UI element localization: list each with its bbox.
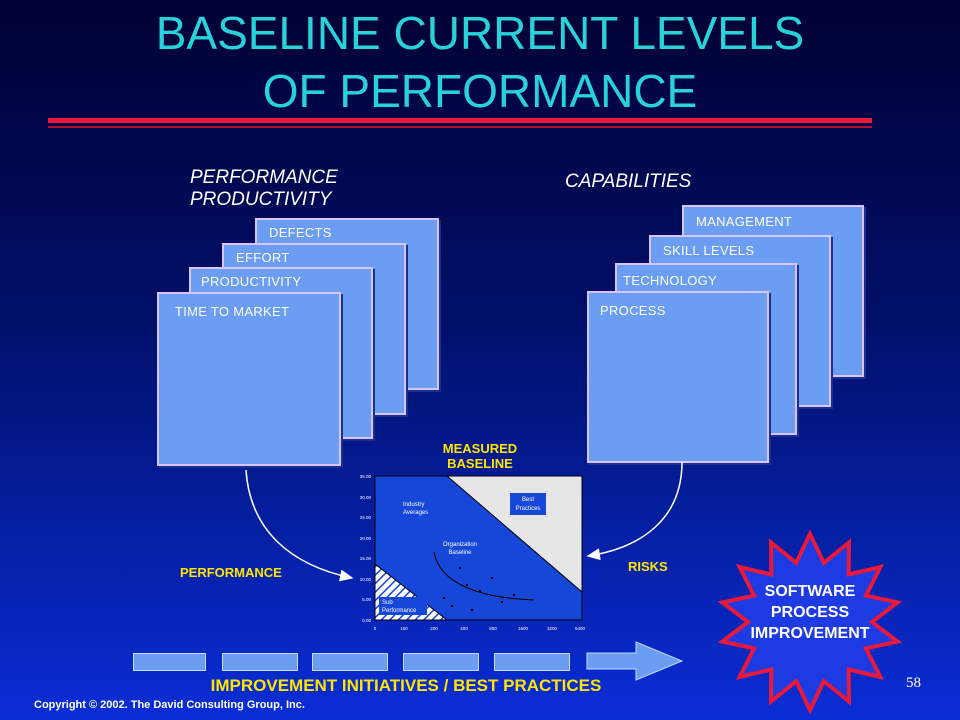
best-practices-boundary <box>446 475 583 593</box>
industry-averages-label-1: Industry <box>403 502 424 508</box>
plot-frame <box>374 475 583 621</box>
organization-baseline-label-2: Baseline <box>448 550 472 556</box>
star-line1: SOFTWARE <box>764 583 856 600</box>
page-number: 58 <box>906 675 921 691</box>
x-tick-1: 100 <box>400 626 408 631</box>
sub-performance-box <box>379 597 427 615</box>
initiative-block-1 <box>133 653 206 671</box>
y-tick-5: 25.00 <box>360 515 372 520</box>
card-productivity-label: PRODUCTIVITY <box>201 274 302 289</box>
x-tick-5: 1600 <box>518 626 529 631</box>
performance-arrow <box>245 469 354 582</box>
industry-averages-label-2: Averages <box>403 510 428 516</box>
chart-title-line1: MEASURED <box>442 441 518 456</box>
card-skill-levels-label: SKILL LEVELS <box>663 243 755 258</box>
best-practices-label-1: Best <box>522 497 534 503</box>
x-tick-2: 200 <box>430 626 438 631</box>
star-line3: IMPROVEMENT <box>750 625 870 642</box>
x-tick-3: 400 <box>460 626 468 631</box>
y-tick-7: 35.00 <box>360 474 372 479</box>
card-process-label: PROCESS <box>600 303 666 318</box>
card-effort-label: EFFORT <box>236 250 290 265</box>
y-tick-1: 5.00 <box>362 597 371 602</box>
title-divider <box>48 118 872 123</box>
card-time-to-market: TIME TO MARKET <box>157 292 341 466</box>
card-technology-label: TECHNOLOGY <box>623 273 718 288</box>
starburst-polygon <box>717 529 903 715</box>
title-divider-shadow <box>48 126 872 128</box>
slide-title-line1: BASELINE CURRENT LEVELS <box>155 7 805 59</box>
initiative-block-3 <box>312 653 388 671</box>
initiative-block-4 <box>403 653 479 671</box>
productivity-heading: PRODUCTIVITY <box>190 189 332 210</box>
risks-arrow <box>586 461 683 561</box>
baseline-chart: Best Practices Industry Averages Organiz… <box>360 474 586 631</box>
card-process: PROCESS <box>587 291 769 463</box>
card-management-label: MANAGEMENT <box>696 214 793 229</box>
card-time-to-market-label: TIME TO MARKET <box>175 304 290 319</box>
chart-title-line2: BASELINE <box>447 456 513 471</box>
baseline-points <box>442 566 516 612</box>
x-tick-7: 6400 <box>575 626 586 631</box>
performance-label: PERFORMANCE <box>180 565 282 580</box>
star-line2: PROCESS <box>770 604 850 621</box>
sub-performance-label-1: Sub <box>382 600 393 606</box>
y-tick-4: 20.00 <box>360 536 372 541</box>
slide-title-line2: OF PERFORMANCE <box>262 65 698 117</box>
y-axis-ticks: 0.00 5.00 10.00 15.00 20.00 25.00 30.00 … <box>360 474 372 623</box>
copyright-text: Copyright © 2002. The David Consulting G… <box>34 699 305 711</box>
initiative-block-5 <box>494 653 570 671</box>
sub-performance-label-2: Performance <box>382 608 417 614</box>
x-tick-0: 0 <box>374 626 377 631</box>
capabilities-heading: CAPABILITIES <box>565 171 692 192</box>
initiative-block-2 <box>222 653 298 671</box>
card-defects-label: DEFECTS <box>269 225 332 240</box>
y-tick-3: 15.00 <box>360 556 372 561</box>
best-practices-label-2: Practices <box>516 506 541 512</box>
initiative-arrow <box>586 641 684 681</box>
best-practices-box <box>510 493 546 515</box>
organization-baseline-curve <box>433 551 535 601</box>
performance-heading: PERFORMANCE <box>190 167 338 188</box>
organization-baseline-label-1: Organization <box>443 542 477 548</box>
starburst-shape <box>717 529 903 715</box>
y-tick-0: 0.00 <box>362 618 371 623</box>
x-tick-4: 800 <box>489 626 497 631</box>
y-tick-6: 30.00 <box>360 495 372 500</box>
y-tick-2: 10.00 <box>360 577 372 582</box>
x-axis-ticks: 0 100 200 400 800 1600 3200 6400 <box>374 626 586 631</box>
initiative-arrow-head <box>586 641 684 681</box>
initiatives-label: IMPROVEMENT INITIATIVES / BEST PRACTICES <box>210 676 602 695</box>
sub-performance-boundary <box>374 563 448 621</box>
risks-label: RISKS <box>628 559 668 574</box>
x-tick-6: 3200 <box>547 626 558 631</box>
